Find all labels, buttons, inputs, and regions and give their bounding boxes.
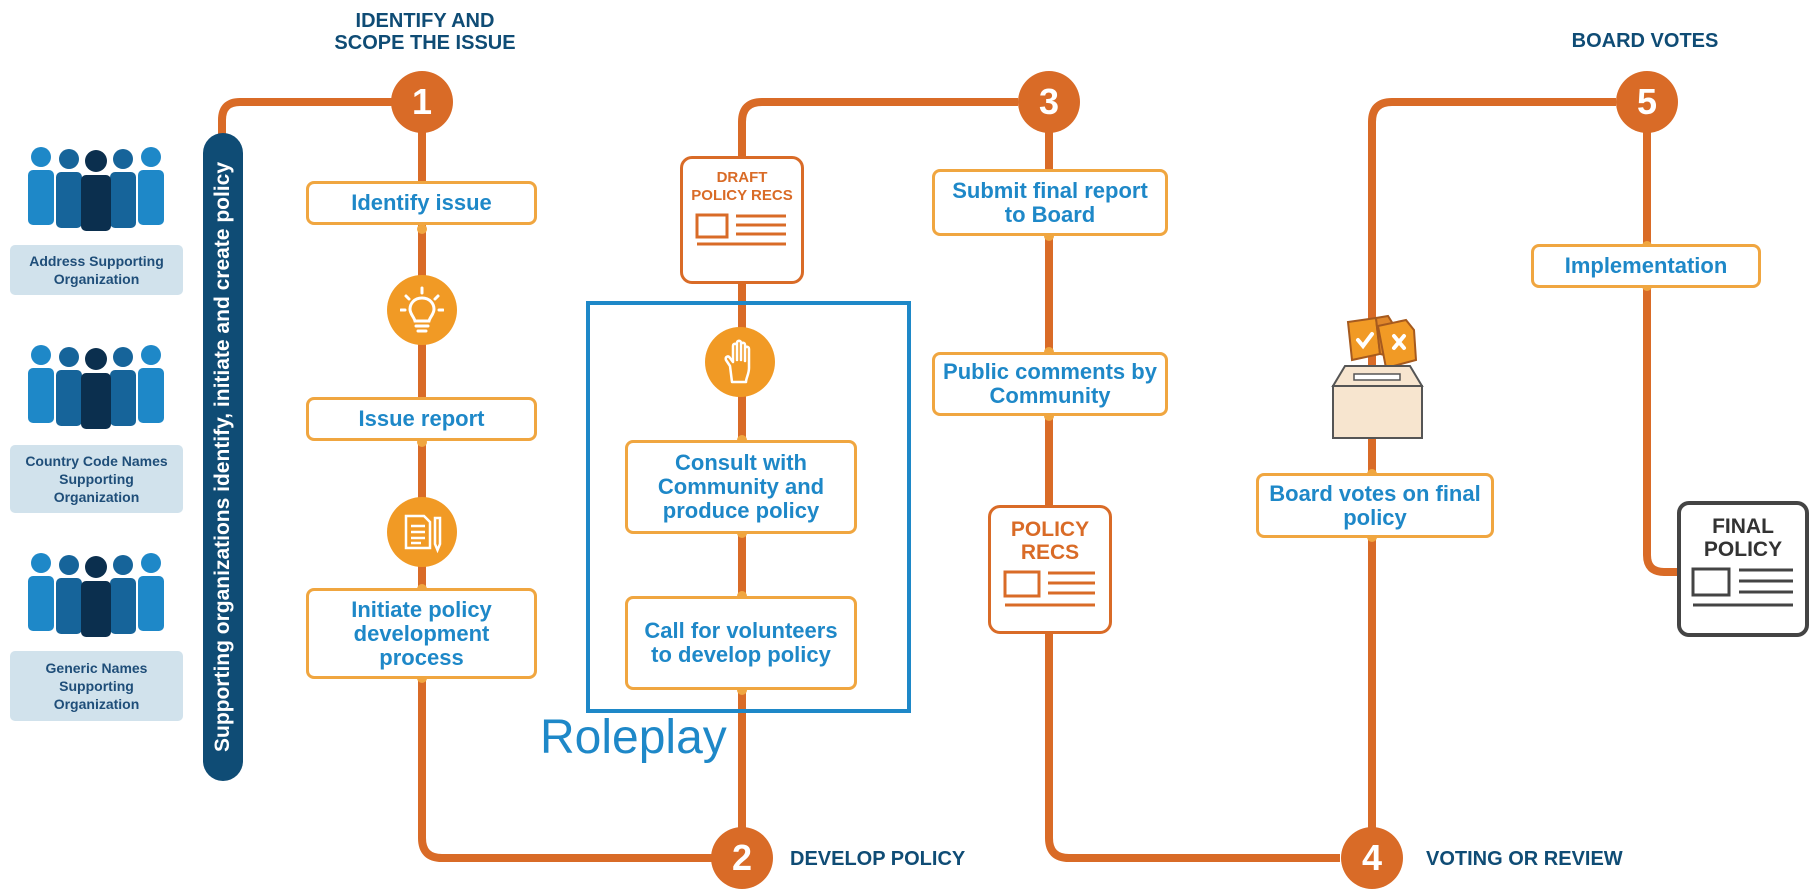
supporting-orgs-bar-label: Supporting organizations identify, initi… (211, 161, 234, 753)
raised-hand-icon-circle (705, 327, 775, 397)
stage4-circle: 4 (1341, 827, 1403, 889)
raised-hand-icon (724, 339, 751, 384)
stage4-to-stage5-line (1368, 98, 1616, 858)
stage2-title: DEVELOP POLICY (790, 848, 966, 870)
public-comments-box: Public comments by Community (932, 352, 1168, 416)
lightbulb-icon-circle (387, 275, 457, 345)
draft-policy-recs-label: DRAFT POLICY RECS (691, 169, 793, 204)
stage1-to-stage2-line (418, 102, 712, 862)
implementation-box: Implementation (1531, 244, 1761, 288)
stage5-to-final-line (1643, 102, 1682, 576)
stage1-title: IDENTIFY AND SCOPE THE ISSUE (334, 10, 516, 54)
roleplay-label: Roleplay (540, 711, 727, 764)
stage4-title: VOTING OR REVIEW (1426, 848, 1623, 870)
stage5-circle: 5 (1616, 71, 1678, 133)
stage2-to-stage3-line (738, 98, 1018, 858)
people-group-icon (28, 147, 164, 231)
stage5-title: BOARD VOTES (1571, 30, 1719, 52)
consult-box: Consult with Community and produce polic… (625, 440, 857, 534)
notepad-pencil-icon (404, 514, 442, 554)
final-policy-label: FINAL POLICY (1703, 515, 1783, 561)
stage2-circle: 2 (711, 827, 773, 889)
people-group-icon (28, 553, 164, 637)
lightbulb-icon (400, 286, 444, 333)
document-icon (1003, 570, 1095, 607)
stage1-circle: 1 (391, 71, 453, 133)
call-volunteers-box: Call for volunteers to develop policy (625, 596, 857, 690)
stage3-to-stage4-line (1045, 102, 1340, 862)
board-votes-box: Board votes on final policy (1256, 473, 1494, 538)
draft-policy-recs-doc: DRAFT POLICY RECS (680, 156, 804, 284)
initiate-policy-box: Initiate policy development process (306, 588, 537, 679)
document-icon (1691, 567, 1793, 607)
org-badge-generic-names: Generic Names Supporting Organization (10, 651, 183, 721)
ballot-box-icon (1331, 314, 1424, 439)
bar-to-stage1-line (218, 98, 392, 140)
policy-recs-label: POLICY RECS (1010, 518, 1090, 564)
people-group-icon (28, 345, 164, 429)
roleplay-box (586, 301, 911, 713)
notepad-icon-circle (387, 497, 457, 567)
submit-final-report-box: Submit final report to Board (932, 169, 1168, 236)
document-icon (695, 213, 786, 246)
issue-report-box: Issue report (306, 397, 537, 441)
stage3-circle: 3 (1018, 71, 1080, 133)
policy-recs-doc: POLICY RECS (988, 505, 1112, 634)
org-badge-address: Address Supporting Organization (10, 245, 183, 295)
org-badge-country-code: Country Code Names Supporting Organizati… (10, 445, 183, 513)
supporting-orgs-bar: Supporting organizations identify, initi… (203, 133, 243, 781)
identify-issue-box: Identify issue (306, 181, 537, 225)
final-policy-doc: FINAL POLICY (1677, 501, 1809, 637)
